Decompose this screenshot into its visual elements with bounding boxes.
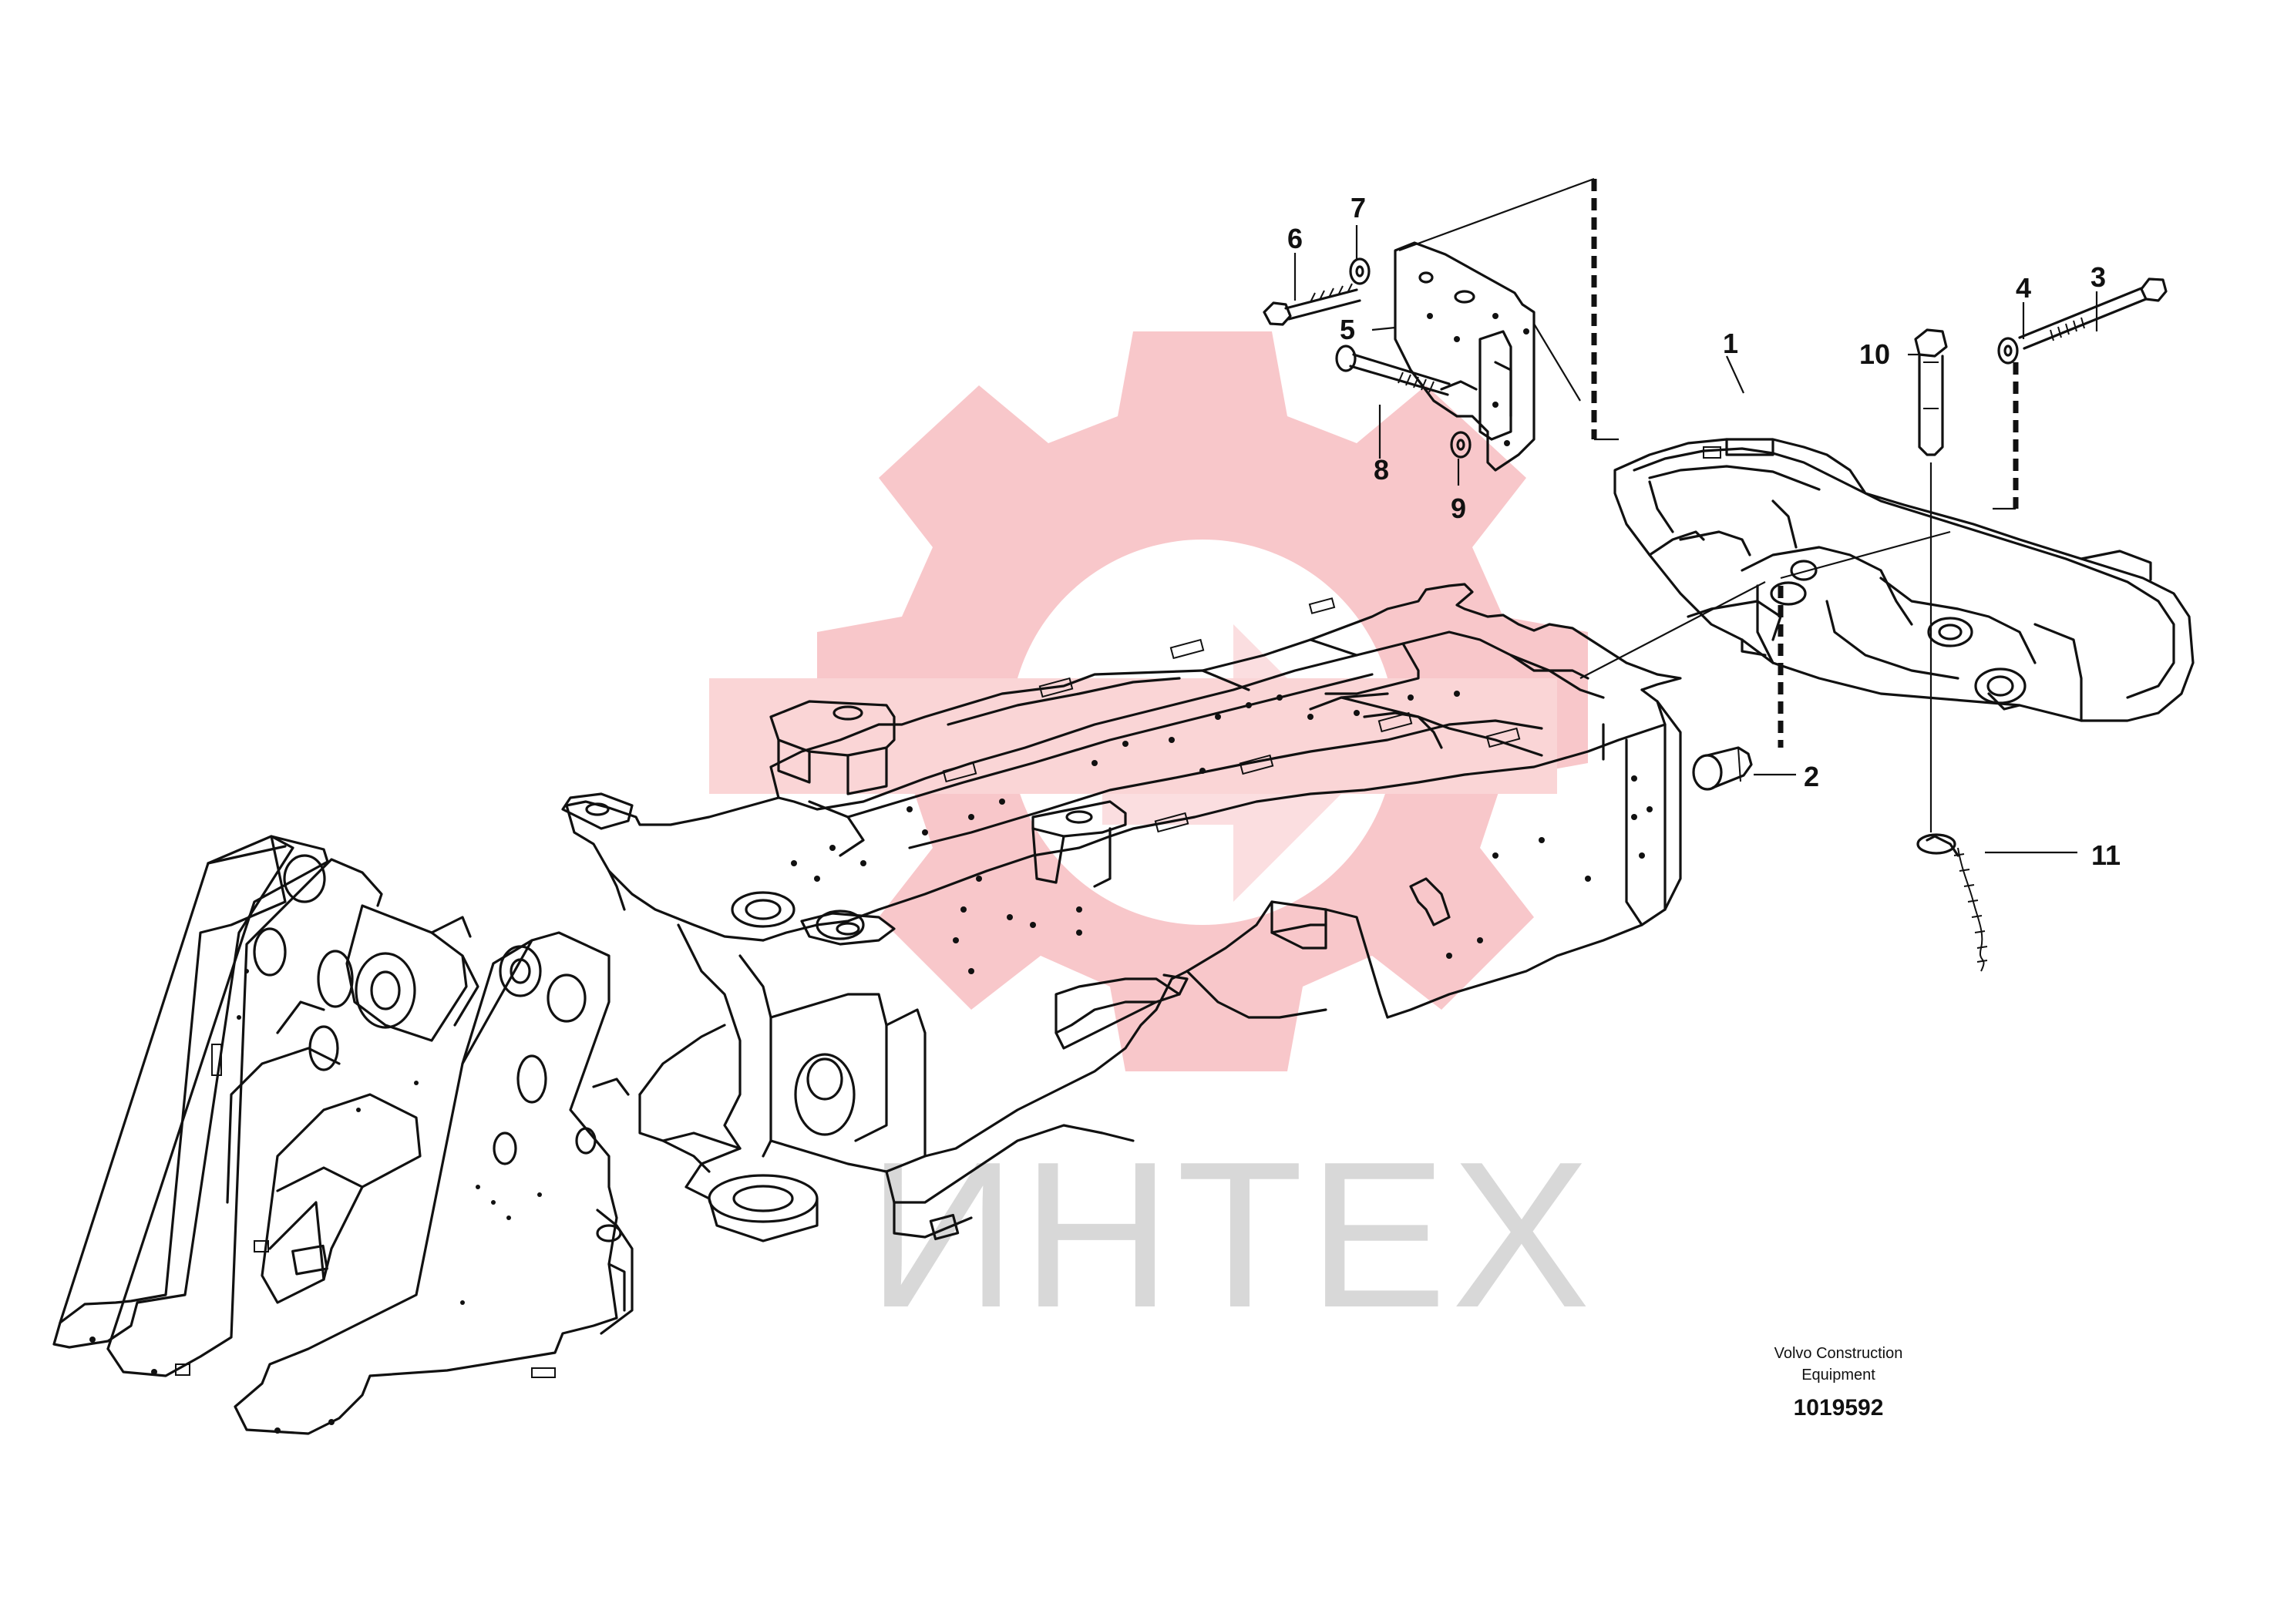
callout-9: 9 xyxy=(1451,493,1466,524)
callout-8: 8 xyxy=(1374,454,1389,486)
washer-7-drawing xyxy=(1349,257,1371,285)
rear-frame-drawing xyxy=(561,583,1682,1242)
callout-4: 4 xyxy=(2016,272,2031,304)
bolt-6-drawing xyxy=(1263,283,1361,326)
bolt-8-drawing xyxy=(1335,345,1451,396)
callout-3: 3 xyxy=(2090,261,2106,293)
pin-10-drawing xyxy=(1914,328,1948,456)
caption-line-1: Volvo Construction xyxy=(1774,1345,1903,1362)
callout-2: 2 xyxy=(1804,761,1819,792)
plug-2-drawing xyxy=(1692,746,1753,791)
caption-line-2: Equipment xyxy=(1801,1367,1875,1384)
watermark-gear-logo xyxy=(709,331,1588,1071)
caption-block: Volvo Construction Equipment 1019592 xyxy=(1774,1345,1903,1421)
callout-5: 5 xyxy=(1340,314,1355,345)
callout-11: 11 xyxy=(2091,839,2121,871)
lynch-pin-11-drawing xyxy=(1916,833,1988,972)
callout-1: 1 xyxy=(1723,328,1738,359)
counterweight-drawing xyxy=(1613,438,2195,722)
callout-6: 6 xyxy=(1287,223,1303,254)
watermark-text: ИНТЕХ xyxy=(867,1119,1595,1351)
leader-lines xyxy=(1293,177,2098,854)
washer-9-drawing xyxy=(1450,431,1472,459)
bolt-3-drawing xyxy=(2018,277,2168,350)
callout-10: 10 xyxy=(1859,338,1890,370)
bracket-plate-drawing xyxy=(1394,241,1536,472)
callouts: 1 2 3 4 5 6 7 8 9 10 11 xyxy=(1287,192,2121,871)
callout-7: 7 xyxy=(1350,192,1366,224)
document-number: 1019592 xyxy=(1794,1395,1884,1421)
front-frame-drawing xyxy=(52,835,634,1435)
washer-4-drawing xyxy=(1997,337,2019,365)
